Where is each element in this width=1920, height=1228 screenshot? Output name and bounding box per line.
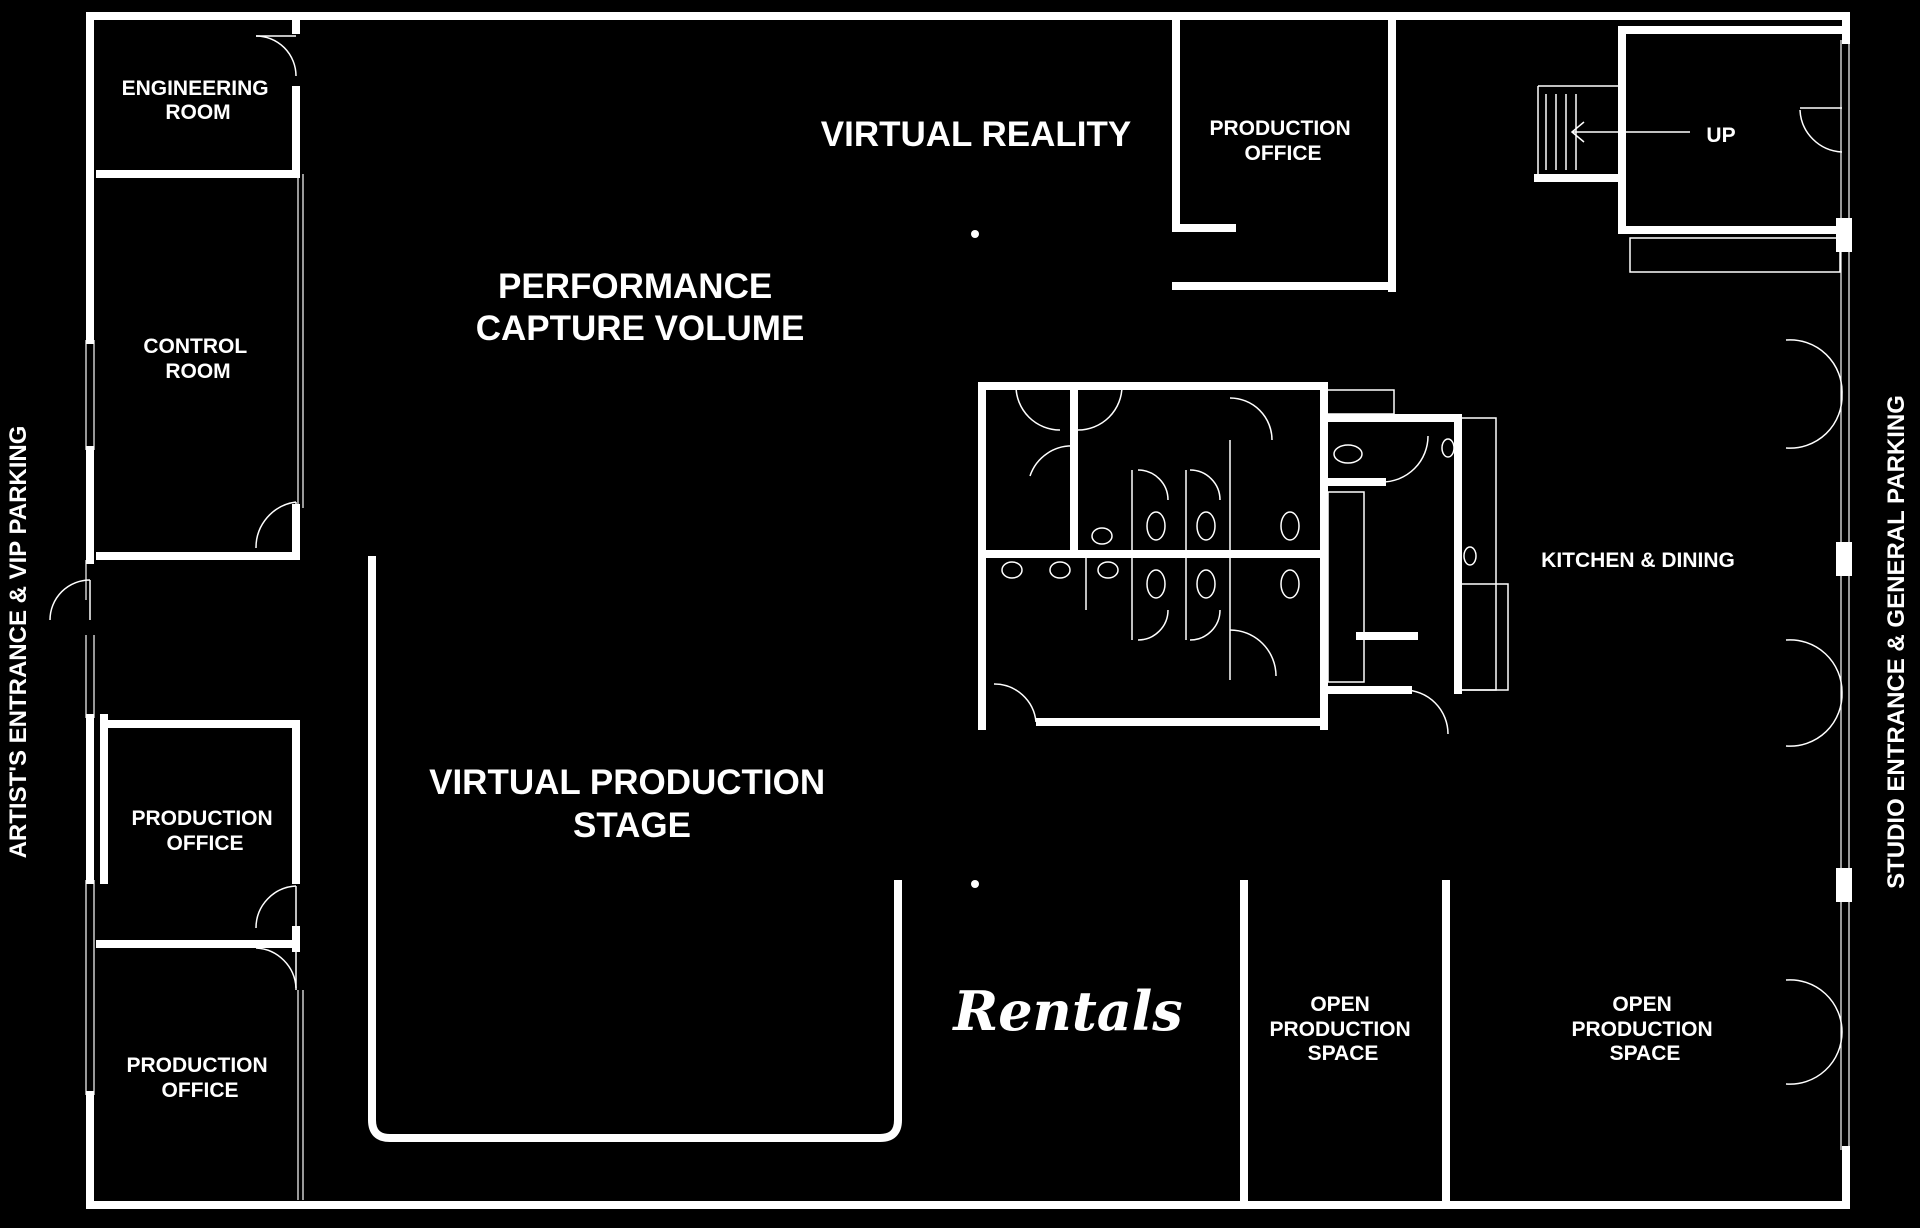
outer-walls	[85, 12, 1852, 1209]
open-production-space-label-1: OPEN PRODUCTION SPACE	[1269, 993, 1416, 1065]
room-labels: ENGINEERING ROOM CONTROL ROOM PRODUCTION…	[122, 77, 1736, 1102]
open-production-space-label-2: OPEN PRODUCTION SPACE	[1571, 993, 1718, 1065]
left-room-walls	[96, 12, 304, 1200]
open-space-walls	[1240, 880, 1450, 1204]
performance-capture-label: PERFORMANCE CAPTURE VOLUME	[476, 267, 805, 348]
stage-walls	[368, 230, 979, 1142]
engineering-room-label: ENGINEERING ROOM	[122, 77, 275, 124]
studio-entrance-label: STUDIO ENTRANCE & GENERAL PARKING	[1883, 395, 1910, 889]
rentals-logo: Rentals	[951, 979, 1182, 1043]
doors	[49, 35, 1843, 1085]
entrance-labels: ARTIST'S ENTRANCE & VIP PARKING STUDIO E…	[5, 395, 1910, 889]
control-room-label: CONTROL ROOM	[143, 335, 252, 383]
virtual-production-stage-label: VIRTUAL PRODUCTION STAGE	[429, 763, 835, 845]
production-office-label-left-lower: PRODUCTION OFFICE	[126, 1054, 273, 1102]
restroom-core	[978, 382, 1509, 735]
artists-entrance-label: ARTIST'S ENTRANCE & VIP PARKING	[5, 426, 32, 859]
kitchen-dining-label: KITCHEN & DINING	[1541, 549, 1735, 572]
virtual-reality-label: VIRTUAL REALITY	[821, 115, 1131, 154]
production-office-label-top: PRODUCTION OFFICE	[1209, 117, 1356, 165]
stair-up-label: UP	[1706, 124, 1735, 147]
top-room-walls	[1172, 12, 1850, 292]
production-office-label-left-upper: PRODUCTION OFFICE	[131, 807, 278, 855]
